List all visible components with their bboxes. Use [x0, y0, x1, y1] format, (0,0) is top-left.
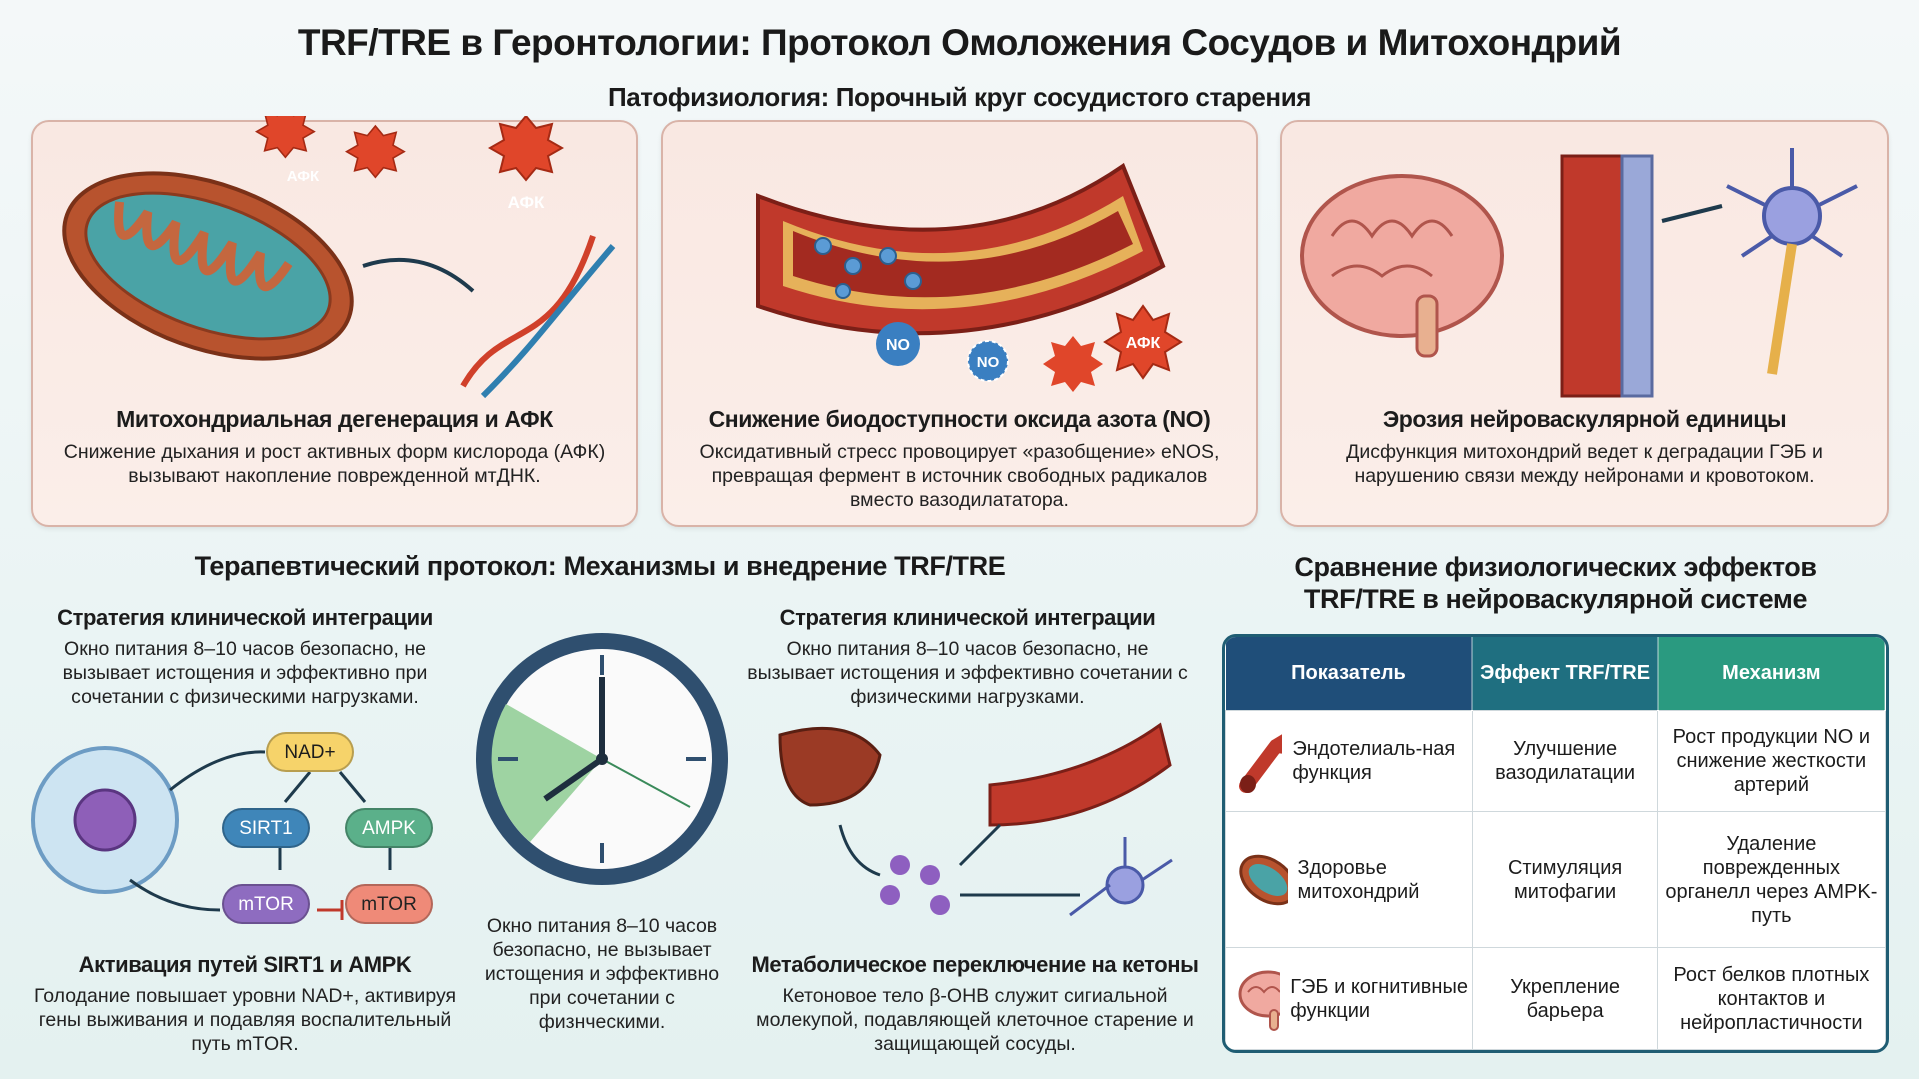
- clock-icon: [476, 633, 728, 885]
- brain-icon: [1300, 174, 1504, 358]
- effect-cell: Стимуляция митофагии: [1471, 811, 1659, 948]
- strategy-title: Стратегия клинической интеграции: [57, 605, 433, 630]
- clock-text: Окно питания 8–10 часов безопасно, не вы…: [484, 915, 720, 1033]
- column-header: Показатель: [1225, 637, 1474, 710]
- vessel-wall-icon: [1560, 154, 1624, 398]
- vessel-icon: [988, 722, 1172, 827]
- comparison-heading-line1: Сравнение физиологических эффектов: [1294, 552, 1817, 582]
- no-label: NO: [977, 354, 1000, 371]
- sirt-title: Активация путей SIRT1 и AMPK: [78, 952, 412, 977]
- brain-neuron-illustration: [1300, 148, 1858, 398]
- arrow-icon: [362, 257, 475, 293]
- strategy-title: Стратегия клинической интеграции: [779, 605, 1156, 630]
- table-row: Здоровье митохондрий Стимуляция митофаги…: [1225, 811, 1886, 948]
- blood-vessel-illustration: NO NO АФК: [756, 162, 1183, 392]
- strategy-text: Окно питания 8–10 часов безопасно, не вы…: [747, 638, 1188, 708]
- ketone-text: Кетоновое тело β-OHB служит сигиальной м…: [756, 985, 1194, 1055]
- mechanism-cell: Рост белков плотных контактов и нейропла…: [1657, 947, 1886, 1050]
- comparison-table: Показатель Эффект TRF/TRE Механизм Эндот…: [1222, 634, 1889, 1053]
- ros-icon: [254, 116, 565, 182]
- ros-icon: [1103, 304, 1183, 380]
- arrow-icon: [838, 823, 1080, 897]
- mechanism-cell: Рост продукции NO и снижение жесткости а…: [1657, 709, 1886, 813]
- column-header: Эффект TRF/TRE: [1472, 637, 1659, 710]
- node-ampk: AMPK: [345, 808, 433, 848]
- ros-icon: [1043, 336, 1103, 392]
- effect-cell: Укрепление барьера: [1471, 947, 1659, 1050]
- node-sirt1: SIRT1: [222, 808, 310, 848]
- card-title: Снижение биодоступности оксида азота (NO…: [708, 406, 1211, 432]
- sirt-ampk-block: Активация путей SIRT1 и AMPK Голодание п…: [20, 952, 470, 1056]
- card-text: Дисфункция митохондрий ведет к деградаци…: [1346, 441, 1823, 487]
- brain-icon: [1238, 970, 1281, 1031]
- pathway-diagram: [31, 746, 392, 920]
- indicator-text: Эндотелиаль-ная функция: [1292, 737, 1456, 784]
- protocol-heading: Терапевтический протокол: Механизмы и вн…: [194, 551, 1006, 581]
- dna-icon: [460, 235, 616, 399]
- node-mtor-inhibited: mTOR: [345, 884, 433, 924]
- table-row: ГЭБ и когнитивные функции Укрепление бар…: [1225, 947, 1886, 1050]
- ros-label: АФК: [1126, 335, 1161, 352]
- strategy-left: Стратегия клинической интеграции Окно пи…: [20, 605, 470, 709]
- mitochondrion-icon: [1239, 854, 1288, 905]
- no-molecule-icon: [967, 340, 1009, 382]
- comparison-heading-line2: TRF/TRE в нейроваскулярной системе: [1303, 584, 1808, 614]
- neuron-icon: [1726, 148, 1858, 375]
- mitochondria-ros-illustration: АФК АФК: [62, 116, 616, 399]
- node-mtor: mTOR: [222, 884, 310, 924]
- pathophysiology-heading: Патофизиология: Порочный круг сосудистог…: [607, 82, 1312, 112]
- card-no-bioavailability: NO NO АФК Снижение биодоступности оксида…: [661, 120, 1258, 527]
- page-title: TRF/TRE в Геронтологии: Протокол Омоложе…: [297, 22, 1622, 63]
- indicator-text: ГЭБ и когнитивные функции: [1290, 975, 1468, 1022]
- mechanism-cell: Удаление поврежденных органелл через AMP…: [1657, 811, 1886, 948]
- card-title: Эрозия нейроваскулярной единицы: [1382, 406, 1787, 432]
- card-text: Снижение дыхания и рост активных форм ки…: [63, 441, 606, 487]
- arrow-icon: [1661, 204, 1723, 223]
- sirt-text: Голодание повышает уровни NAD+, активиру…: [33, 985, 457, 1055]
- comparison-heading: Сравнение физиологических эффектов TRF/T…: [1222, 551, 1889, 615]
- strategy-right: Стратегия клинической интеграции Окно пи…: [745, 605, 1190, 709]
- table-row: Эндотелиаль-ная функция Улучшение вазоди…: [1225, 709, 1886, 813]
- node-nad: NAD+: [266, 732, 354, 772]
- column-header: Механизм: [1657, 637, 1886, 710]
- card-title: Митохондриальная дегенерация и АФК: [116, 406, 553, 432]
- eating-window-fill: [491, 704, 602, 842]
- mitochondrion-icon: [62, 171, 354, 361]
- card-mitochondrial-degeneration: АФК АФК Митохондриальная дегенерация и А…: [31, 116, 638, 527]
- effect-cell: Улучшение вазодилатации: [1471, 709, 1659, 813]
- cell-icon: [31, 746, 179, 894]
- no-label: NO: [886, 337, 910, 354]
- neuron-icon: [1069, 837, 1173, 917]
- artery-icon: [1239, 733, 1283, 793]
- ros-label: АФК: [508, 193, 545, 212]
- clock-caption: Окно питания 8–10 часов безопасно, не вы…: [470, 908, 734, 1034]
- ketone-illustration: [778, 722, 1173, 917]
- card-neurovascular-erosion: Эрозия нейроваскулярной единицы Дисфункц…: [1280, 120, 1889, 527]
- ros-label: АФК: [287, 168, 320, 185]
- strategy-text: Окно питания 8–10 часов безопасно, не вы…: [62, 638, 428, 708]
- card-text: Оксидативный стресс провоцирует «разобще…: [699, 441, 1220, 511]
- ketone-block: Метаболическое переключение на кетоны Ке…: [745, 952, 1205, 1056]
- no-molecule-icon: [876, 322, 920, 366]
- indicator-text: Здоровье митохондрий: [1297, 856, 1420, 903]
- ketone-title: Метаболическое переключение на кетоны: [751, 952, 1199, 977]
- liver-icon: [778, 726, 882, 807]
- ketone-molecules-icon: [880, 855, 950, 915]
